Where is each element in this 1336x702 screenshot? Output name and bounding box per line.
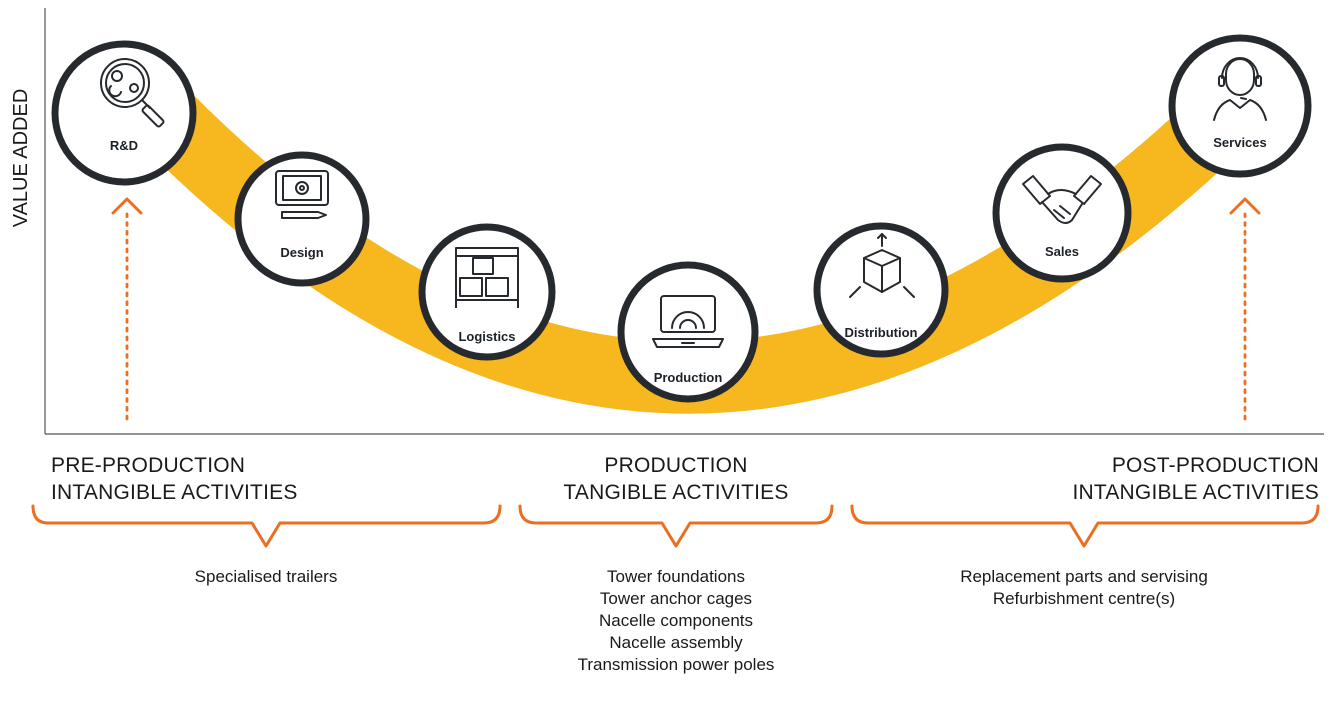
stage-services: Services [1168,34,1312,178]
laptop-gear-icon [652,295,724,348]
stage-label-distribution: Distribution [845,325,918,340]
bracket-pre [31,504,502,548]
stage-label-logistics: Logistics [458,329,515,344]
warehouse-boxes-icon [455,247,519,308]
heading-pre-line-1: PRE-PRODUCTION [51,454,246,477]
items-production: Tower foundations Tower anchor cages Nac… [546,566,806,676]
heading-pre-line-2: INTANGIBLE ACTIVITIES [51,481,298,504]
list-item: Tower anchor cages [599,589,753,608]
right-value-arrow [1229,197,1261,421]
stage-design: Design [234,151,370,287]
heading-pre: PRE-PRODUCTION INTANGIBLE ACTIVITIES [51,452,298,506]
list-item: Refurbishment centre(s) [992,589,1176,608]
headset-agent-icon [1213,57,1267,121]
stage-label-services: Services [1213,135,1267,150]
heading-production-line-2: TANGIBLE ACTIVITIES [563,481,789,504]
stage-label-sales: Sales [1045,244,1079,259]
bracket-post [850,504,1320,548]
list-item: Transmission power poles [577,655,775,674]
items-post: Replacement parts and servising Refurbis… [934,566,1234,610]
heading-post-line-2: INTANGIBLE ACTIVITIES [1072,481,1319,504]
stage-label-rd: R&D [110,138,138,153]
left-value-arrow [111,197,143,421]
list-item: Replacement parts and servising [960,567,1208,586]
list-item: Nacelle assembly [609,633,743,652]
stage-rd: R&D [51,40,197,186]
heading-production-line-1: PRODUCTION [604,454,748,477]
stage-production: Production [617,261,759,403]
blueprint-gear-icon [275,170,329,219]
list-item: Nacelle components [598,611,754,630]
rd-magnifier-gears-icon [100,58,165,128]
heading-post: POST-PRODUCTION INTANGIBLE ACTIVITIES [1072,452,1319,506]
items-pre: Specialised trailers [146,566,386,588]
stage-distribution: Distribution [813,222,949,358]
stage-logistics: Logistics [418,223,556,361]
bracket-production [518,504,834,548]
stage-label-production: Production [654,370,723,385]
stage-sales: Sales [992,143,1132,283]
heading-production: PRODUCTION TANGIBLE ACTIVITIES [556,452,796,506]
stage-label-design: Design [280,245,323,260]
open-box-arrows-icon [849,233,915,298]
handshake-icon [1022,175,1102,224]
heading-post-line-1: POST-PRODUCTION [1111,454,1319,477]
list-item: Tower foundations [607,567,745,586]
list-item: Specialised trailers [194,567,338,586]
y-axis-label: VALUE ADDED [10,89,32,228]
